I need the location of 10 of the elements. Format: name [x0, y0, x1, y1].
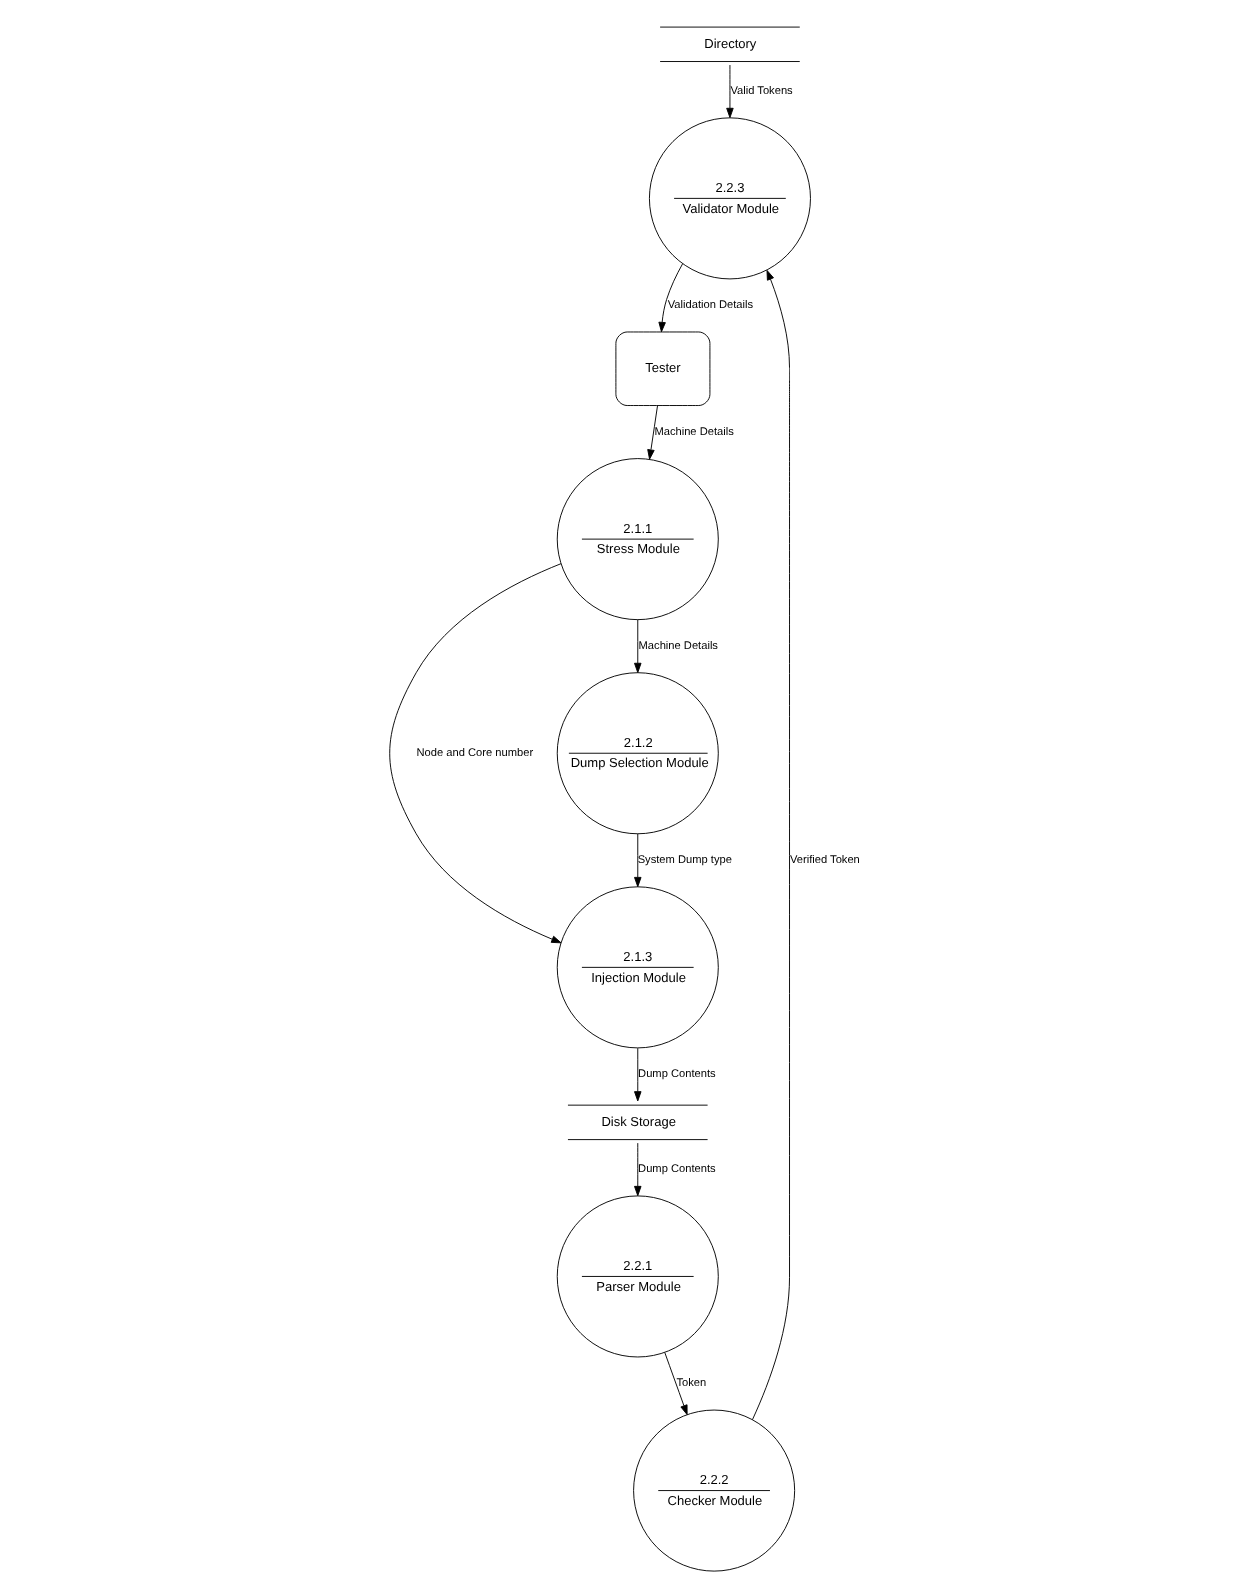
- arrow: [752, 269, 790, 1421]
- arrow: [389, 563, 562, 944]
- arrow: [647, 405, 658, 460]
- arrow: [664, 1352, 688, 1416]
- arrow: [634, 1142, 642, 1197]
- arrow: [634, 619, 642, 674]
- arrow: [634, 833, 642, 888]
- arrow: [634, 1047, 642, 1102]
- arrow: [726, 64, 734, 119]
- arrow: [658, 263, 684, 333]
